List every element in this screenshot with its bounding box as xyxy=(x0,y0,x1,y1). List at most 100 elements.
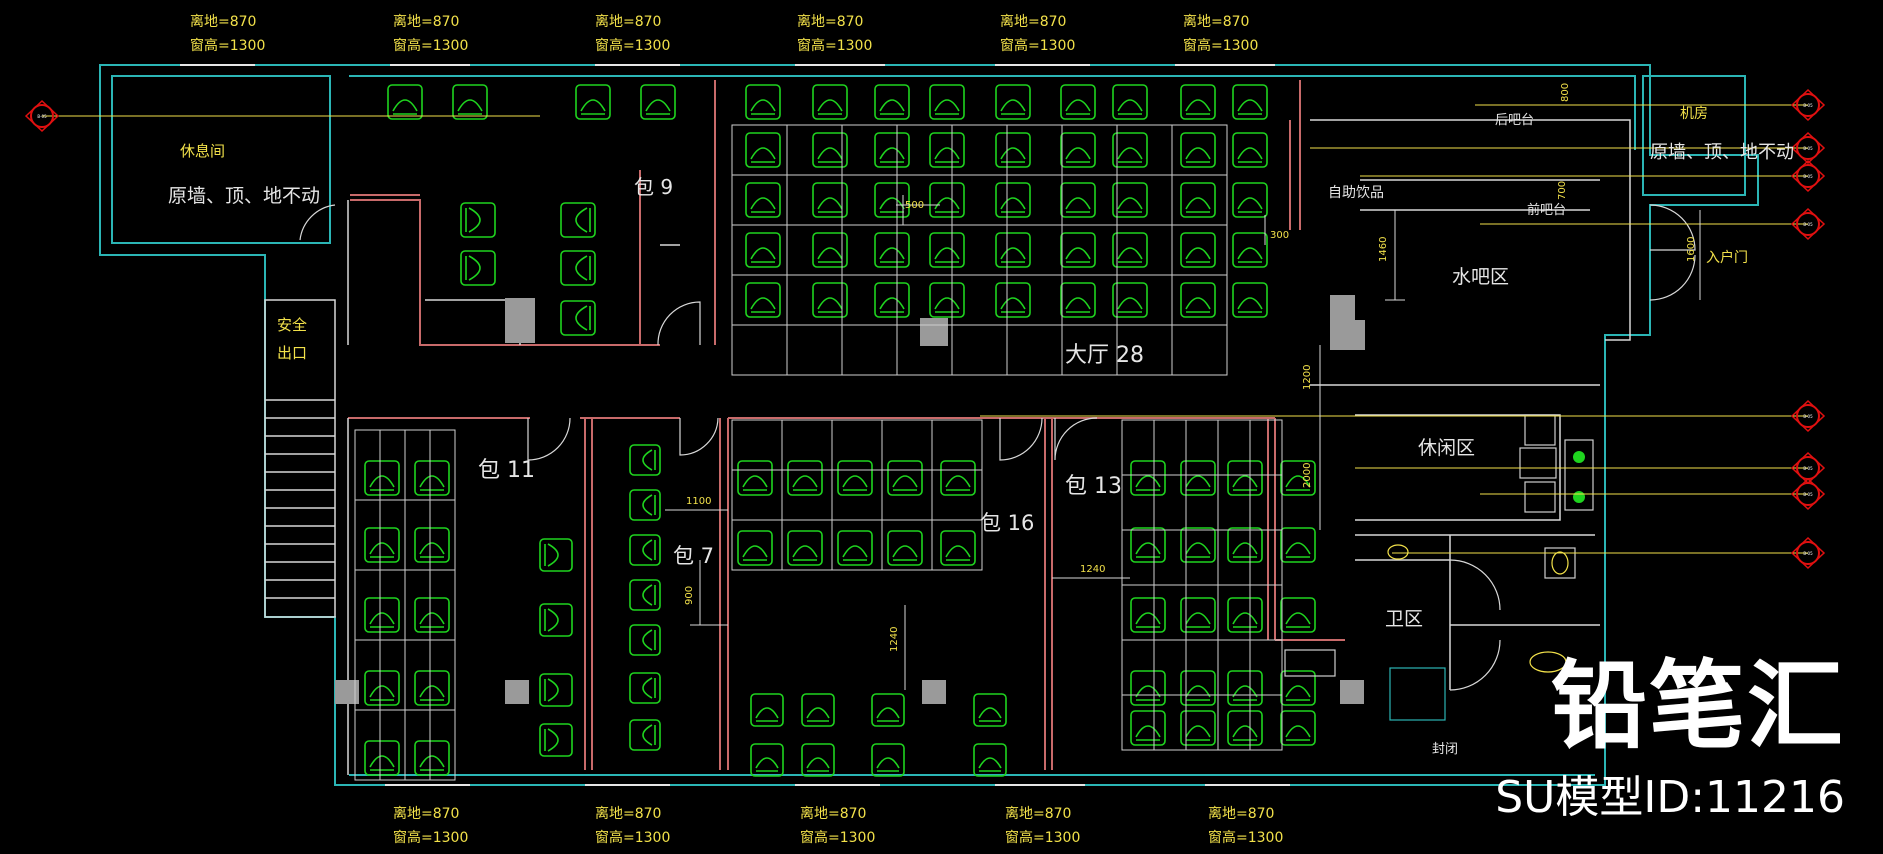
desk xyxy=(1185,474,1219,531)
desk xyxy=(1217,419,1251,476)
desk xyxy=(951,324,1008,376)
chair xyxy=(629,672,661,704)
svg-text:B-05: B-05 xyxy=(37,114,47,119)
desk xyxy=(404,569,431,641)
chair xyxy=(1060,84,1096,120)
chair xyxy=(1130,460,1166,496)
chair xyxy=(812,84,848,120)
chair xyxy=(973,693,1007,727)
desk xyxy=(1006,324,1063,376)
dimension-lines xyxy=(665,195,1701,690)
chair xyxy=(1232,182,1268,218)
chair xyxy=(1180,670,1216,706)
toilet-label: 卫区 xyxy=(1385,608,1423,630)
chair xyxy=(539,603,573,637)
dimension-label: 1100 xyxy=(686,496,711,507)
chair xyxy=(750,743,784,777)
chair xyxy=(1180,282,1216,318)
desk xyxy=(404,499,431,571)
section-marker: B-05 xyxy=(24,99,540,133)
hall-label: 大厅 28 xyxy=(1065,343,1144,368)
svg-text:B-05: B-05 xyxy=(1803,222,1813,227)
dimension-label: 700 xyxy=(1557,181,1568,200)
chair xyxy=(737,460,773,496)
chair xyxy=(995,182,1031,218)
unchanged-left-label: 原墙、顶、地不动 xyxy=(168,185,320,207)
desk xyxy=(781,519,833,571)
leisure-furniture xyxy=(1284,414,1594,721)
chair xyxy=(629,489,661,521)
chair xyxy=(1227,460,1263,496)
chair xyxy=(745,84,781,120)
chair xyxy=(1060,182,1096,218)
water-bar-label: 水吧区 xyxy=(1452,266,1509,288)
chair xyxy=(387,84,423,120)
chair xyxy=(560,300,596,336)
chair xyxy=(1112,132,1148,168)
window-segments xyxy=(180,64,1290,786)
chair xyxy=(929,84,965,120)
chair xyxy=(575,84,611,120)
chair xyxy=(929,232,965,268)
desk xyxy=(1217,694,1251,751)
chair xyxy=(745,232,781,268)
chair xyxy=(629,624,661,656)
chair xyxy=(887,530,923,566)
dimension-label: 1460 xyxy=(1378,237,1389,262)
room-7-label: 包 7 xyxy=(673,544,714,568)
svg-text:B-05: B-05 xyxy=(1803,551,1813,556)
chair xyxy=(995,232,1031,268)
dimension-label: 500 xyxy=(905,200,924,211)
svg-text:B-05: B-05 xyxy=(1803,414,1813,419)
chair xyxy=(460,250,496,286)
chair xyxy=(787,460,823,496)
chair xyxy=(1130,597,1166,633)
dimension-label: 1240 xyxy=(889,627,900,652)
svg-text:窗高=1300: 窗高=1300 xyxy=(797,37,872,54)
chair xyxy=(1130,710,1166,746)
svg-text:窗高=1300: 窗高=1300 xyxy=(1183,37,1258,54)
chair xyxy=(1180,597,1216,633)
desk xyxy=(881,519,933,571)
desk xyxy=(429,709,456,781)
svg-text:窗高=1300: 窗高=1300 xyxy=(1005,829,1080,846)
svg-text:离地=870: 离地=870 xyxy=(1208,805,1274,822)
svg-text:窗高=1300: 窗高=1300 xyxy=(393,829,468,846)
desk xyxy=(831,519,883,571)
chair xyxy=(1112,182,1148,218)
desk xyxy=(379,499,406,571)
desk xyxy=(354,569,381,641)
chair xyxy=(1227,710,1263,746)
chair xyxy=(745,182,781,218)
svg-text:B-05: B-05 xyxy=(1803,492,1813,497)
desk xyxy=(429,569,456,641)
chair xyxy=(1280,597,1316,633)
svg-text:离地=870: 离地=870 xyxy=(1005,805,1071,822)
chair xyxy=(812,282,848,318)
chair xyxy=(995,84,1031,120)
doors xyxy=(299,204,1696,691)
back-bar-label: 后吧台 xyxy=(1495,113,1534,128)
svg-text:离地=870: 离地=870 xyxy=(1000,13,1066,30)
chair xyxy=(1180,84,1216,120)
desk xyxy=(1185,419,1219,476)
chair xyxy=(414,597,450,633)
chair xyxy=(887,460,923,496)
chair xyxy=(787,530,823,566)
chair xyxy=(812,232,848,268)
chair xyxy=(452,84,488,120)
chair xyxy=(837,460,873,496)
chair xyxy=(364,460,400,496)
desk xyxy=(1249,694,1283,751)
chair xyxy=(929,282,965,318)
chair xyxy=(364,527,400,563)
svg-text:离地=870: 离地=870 xyxy=(393,13,459,30)
dimension-label: 300 xyxy=(1270,230,1289,241)
chair xyxy=(874,132,910,168)
svg-text:窗高=1300: 窗高=1300 xyxy=(1208,829,1283,846)
